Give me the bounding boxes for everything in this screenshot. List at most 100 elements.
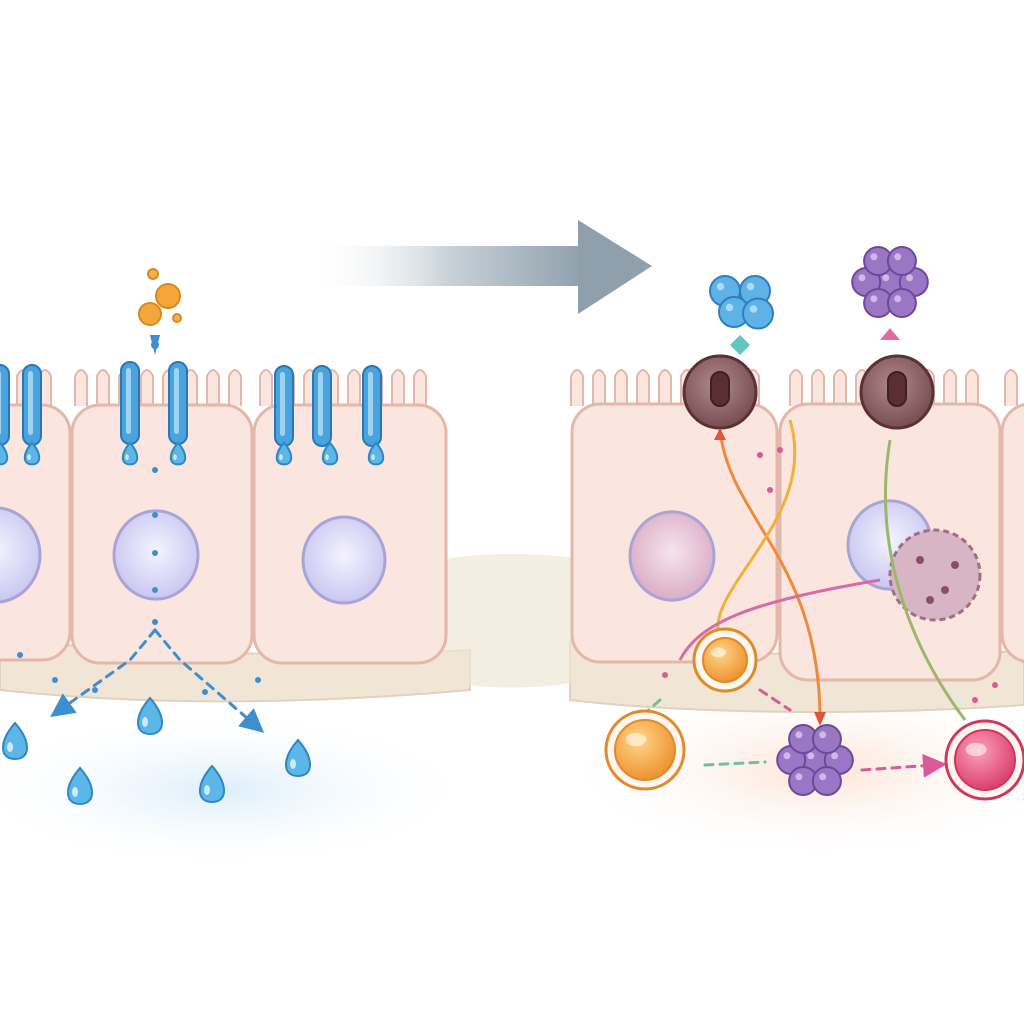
cluster-sphere (811, 766, 842, 796)
sphere-highlight (819, 773, 827, 781)
epithelial-cell-6 (1000, 403, 1024, 663)
solute-dot (147, 268, 159, 280)
sphere-highlight (795, 773, 803, 781)
tight-junction-complex-2 (859, 354, 935, 430)
transport-dot (152, 550, 158, 556)
microvillus (347, 369, 361, 406)
epithelial-cell-3 (252, 403, 448, 665)
water-channel (362, 365, 382, 447)
nutrient-cluster-icon-blue (709, 275, 774, 330)
signal-line-orange (718, 429, 822, 721)
sphere-highlight (725, 303, 734, 312)
water-droplet-icon (137, 696, 163, 736)
nucleus-cell-1 (0, 506, 42, 604)
immune-cell-body (702, 637, 748, 683)
signal-arrowhead (814, 712, 826, 726)
microvillus (140, 369, 154, 406)
cluster-sphere (811, 724, 842, 754)
debris-dot (926, 596, 934, 604)
water-droplet-icon (2, 721, 28, 761)
basement-membrane-middle (440, 554, 590, 688)
droplet-highlight (325, 454, 329, 461)
microvillus (413, 369, 427, 406)
immune-cell-icon-pink (944, 719, 1024, 801)
immune-cell-icon-large-orange (604, 709, 686, 791)
tight-junction-complex-1 (682, 354, 758, 430)
sphere-highlight (795, 731, 803, 739)
microvillus (391, 369, 405, 406)
transport-marker (880, 328, 900, 340)
immune-highlight (710, 647, 727, 658)
water-channel (312, 365, 332, 447)
channel-highlight (318, 372, 323, 436)
debris-dot (951, 561, 959, 569)
nucleus-cell-4 (628, 510, 716, 602)
sphere-highlight (858, 274, 866, 282)
droplet-highlight (142, 717, 148, 727)
water-channel (274, 365, 294, 447)
sphere-highlight (894, 253, 902, 261)
droplet-highlight (72, 787, 78, 797)
water-glow (0, 710, 480, 870)
sphere-highlight (783, 752, 791, 760)
sphere-highlight (819, 731, 827, 739)
solute-dot (138, 302, 162, 326)
water-efflux-arrow-left (50, 628, 157, 717)
sphere-highlight (870, 253, 878, 261)
channel-highlight (126, 368, 131, 434)
channel-highlight (368, 372, 373, 436)
transport-dot (152, 587, 158, 593)
transport-dot (92, 687, 98, 693)
sphere-highlight (870, 295, 878, 303)
microvillus (636, 369, 650, 406)
solute-dot (155, 283, 181, 309)
sphere-highlight (749, 305, 758, 313)
solute-dot (172, 313, 182, 323)
droplet-highlight (371, 454, 375, 461)
droplet-highlight (204, 785, 210, 795)
microvillus (965, 369, 979, 406)
signal-line-pink (678, 578, 881, 661)
sphere-highlight (894, 295, 902, 303)
microvillus (206, 369, 220, 406)
epithelial-cell-1 (0, 403, 72, 662)
droplet-highlight (173, 454, 177, 461)
signal-dash-pink (860, 753, 947, 778)
droplet-highlight (125, 454, 129, 461)
debris-dot (662, 672, 668, 678)
microvillus (228, 369, 242, 406)
immune-cell-body (614, 719, 676, 781)
channel-highlight (28, 371, 33, 435)
immune-cell-icon-small-orange (692, 627, 758, 693)
transport-dot (202, 689, 208, 695)
channel-body (0, 364, 10, 446)
sphere-highlight (746, 282, 755, 291)
transport-dot (255, 677, 261, 683)
droplet-highlight (27, 454, 31, 461)
droplet-highlight (290, 759, 296, 769)
debris-dot (941, 586, 949, 594)
immune-highlight (965, 742, 987, 757)
signal-line-green (883, 439, 967, 721)
immune-highlight (625, 732, 647, 747)
microvillus (943, 369, 957, 406)
microvillus (811, 369, 825, 406)
cell-body (1000, 403, 1024, 663)
nutrient-cluster-icon-purple-bottom (776, 724, 854, 796)
water-channel (168, 361, 188, 445)
nutrient-cluster-icon-purple-top (851, 246, 929, 318)
water-channel (22, 364, 42, 446)
sphere-highlight (882, 274, 890, 282)
transport-dot (52, 677, 58, 683)
sphere-highlight (906, 274, 914, 282)
microvillus (614, 369, 628, 406)
debris-dot (757, 452, 763, 458)
microvilli-cell-2 (74, 369, 242, 406)
water-channel (120, 361, 140, 445)
damaged-body (888, 528, 982, 622)
transport-dot (152, 512, 158, 518)
cluster-sphere (886, 246, 917, 276)
channel-highlight (280, 372, 285, 436)
